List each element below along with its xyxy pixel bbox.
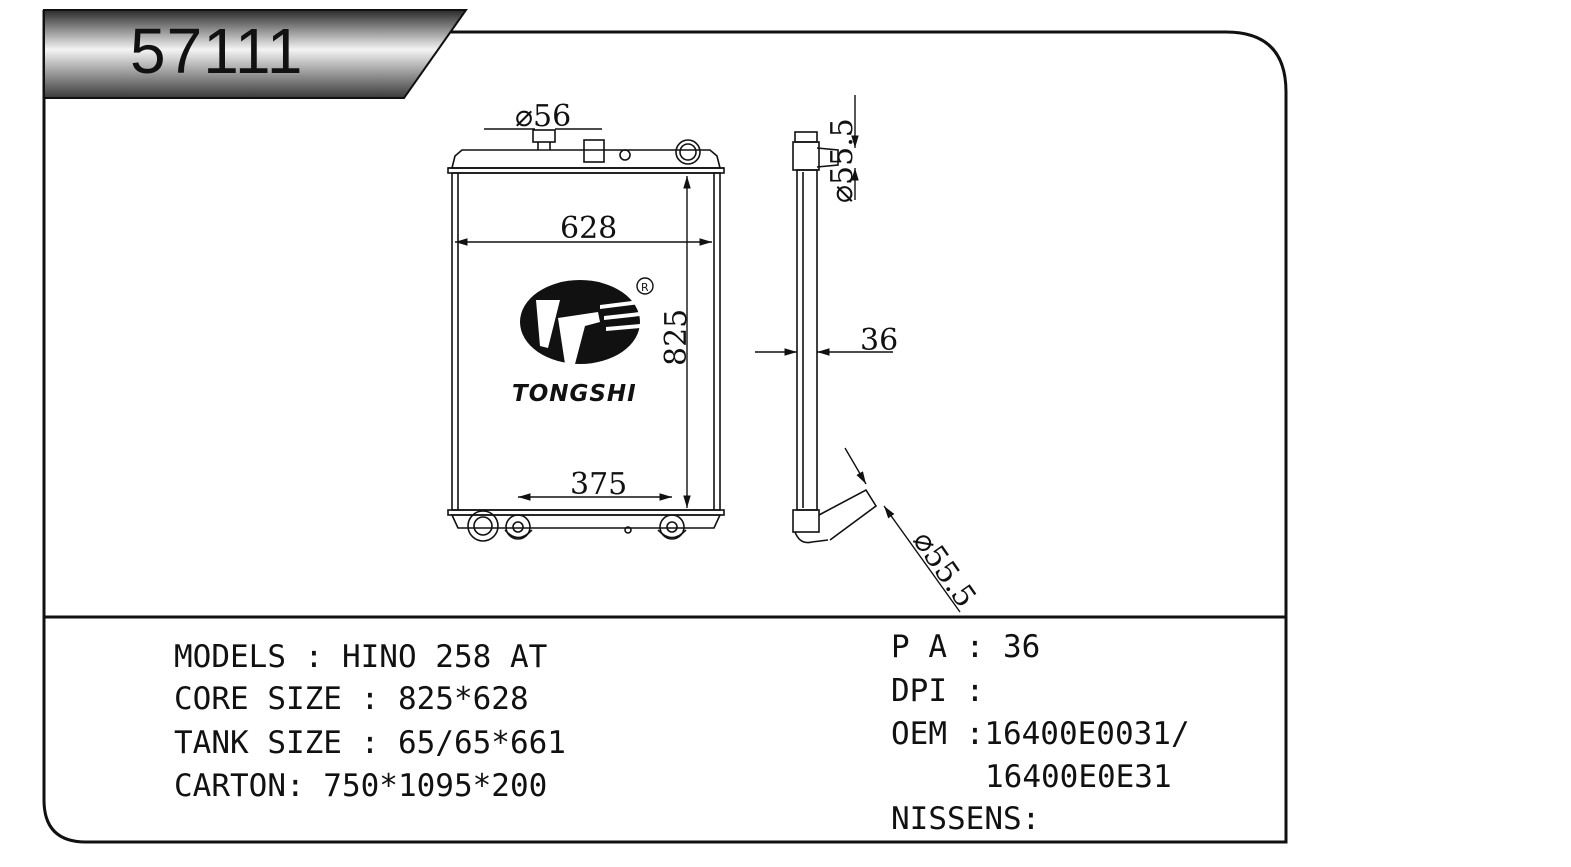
dim-width-628: 628	[560, 211, 617, 246]
dim-inlet-dia: ⌀56	[515, 99, 571, 134]
spec-nissens: NISSENS:	[891, 801, 1041, 837]
spec-tank-size: TANK SIZE : 65/65*661	[174, 725, 566, 761]
spec-core-size: CORE SIZE : 825*628	[174, 681, 529, 717]
side-dimensions	[755, 95, 961, 613]
dim-bottom-375: 375	[570, 467, 627, 502]
dim-side-bottom-dia: ⌀55.5	[905, 525, 982, 615]
tongshi-logo: R	[520, 277, 654, 364]
brand-name: TONGSHI	[512, 381, 637, 407]
spec-pa: P A : 36	[891, 629, 1041, 665]
sheet-border	[42, 10, 1288, 844]
registered-mark: R	[641, 281, 649, 294]
spec-dpi: DPI :	[891, 673, 985, 709]
part-code: 57111	[130, 15, 304, 87]
spec-oem-line1: OEM :16400E0031/	[891, 716, 1190, 752]
spec-models: MODELS : HINO 258 AT	[174, 639, 548, 675]
radiator-front-view	[447, 129, 725, 542]
dim-height-825: 825	[659, 309, 694, 366]
radiator-side-view	[792, 131, 878, 544]
spec-carton: CARTON: 750*1095*200	[174, 768, 548, 804]
spec-oem-line2: 16400E0E31	[985, 759, 1172, 795]
dim-side-top-dia: ⌀55.5	[825, 118, 860, 203]
dim-side-thickness: 36	[860, 323, 898, 358]
code-tab	[43, 9, 468, 99]
front-dimensions	[455, 128, 712, 508]
